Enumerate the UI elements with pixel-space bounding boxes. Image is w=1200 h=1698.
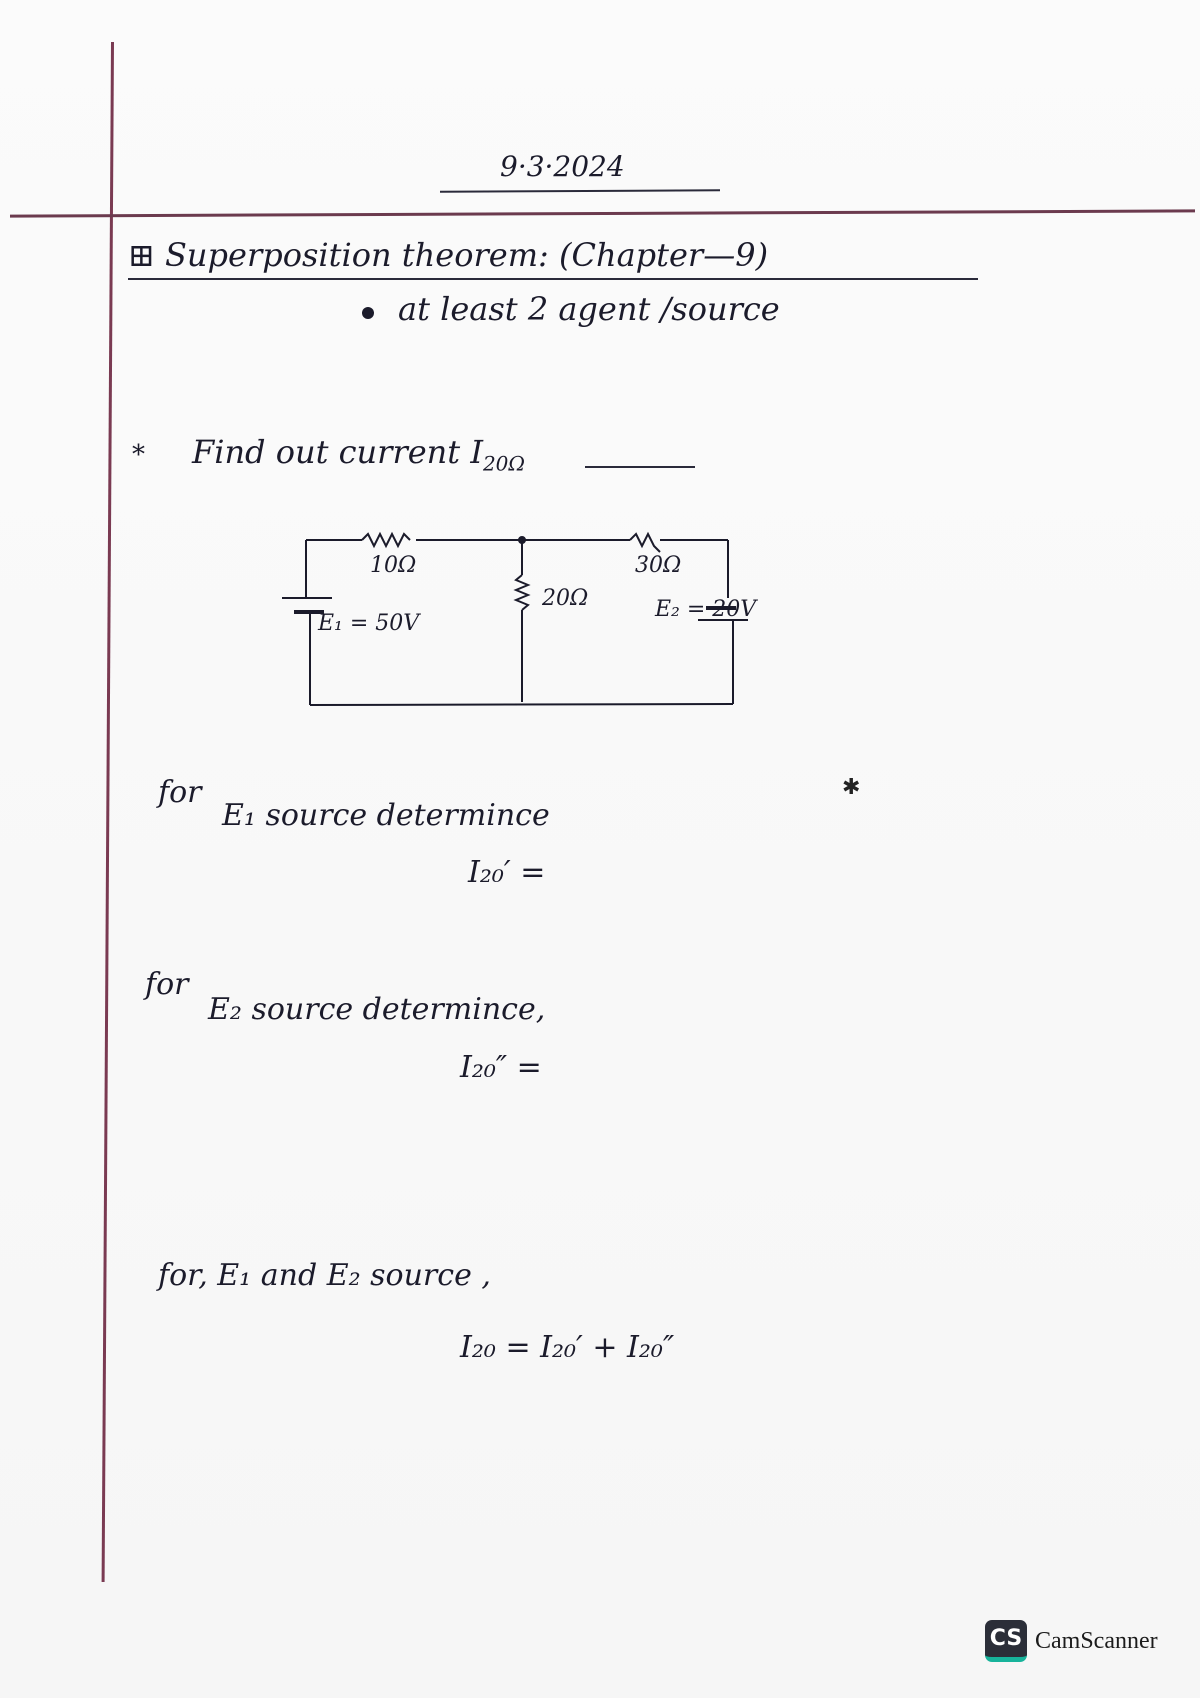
resistor-r3 (629, 531, 661, 553)
subpoint: at least 2 agent /source (398, 290, 780, 328)
task-label: Find out current I (192, 433, 483, 471)
resistor-r1 (361, 531, 411, 549)
e2-for-label: for (145, 967, 189, 1002)
e1-for-label: for (158, 775, 202, 810)
e1-source-text: E₁ source determince (222, 798, 550, 833)
camscanner-name: CamScanner (1035, 1627, 1158, 1654)
margin-line (101, 42, 114, 1582)
bullet-icon (362, 307, 374, 319)
date-underline (439, 189, 721, 193)
asterisk-icon: * (132, 440, 145, 470)
superposition-result: I₂₀ = I₂₀′ + I₂₀″ (460, 1330, 675, 1365)
e2-label: E₂ = 20V (654, 597, 758, 622)
r2-label: 20Ω (541, 586, 588, 611)
task-text: Find out current I20Ω (192, 433, 525, 475)
r1-label: 10Ω (370, 553, 416, 578)
resistor-r2 (513, 574, 531, 611)
circuit-diagram: 10Ω 30Ω 20Ω E₁ = 50V E₂ = 20V (282, 531, 758, 706)
junction-node (518, 536, 526, 544)
header-rule (9, 209, 1196, 218)
wire-bottom (309, 703, 734, 706)
e2-source-text: E₂ source determince, (208, 992, 546, 1027)
title-underline (128, 278, 978, 280)
both-source-text: for, E₁ and E₂ source , (158, 1258, 491, 1293)
date: 9·3·2024 (500, 150, 625, 183)
ink-mark: ✱ (842, 775, 861, 800)
r3-label: 30Ω (635, 553, 681, 578)
camscanner-logo-icon: CS (985, 1620, 1027, 1662)
task-subscript: 20Ω (482, 451, 525, 476)
task-underline (585, 466, 695, 468)
e1-label: E₁ = 50V (317, 611, 421, 636)
e1-expression: I₂₀′ = (468, 855, 546, 890)
e2-expression: I₂₀″ = (460, 1050, 542, 1085)
page-title: ⊞ Superposition theorem: (Chapter—9) (128, 236, 769, 274)
camscanner-watermark: CS CamScanner (985, 1620, 1158, 1662)
